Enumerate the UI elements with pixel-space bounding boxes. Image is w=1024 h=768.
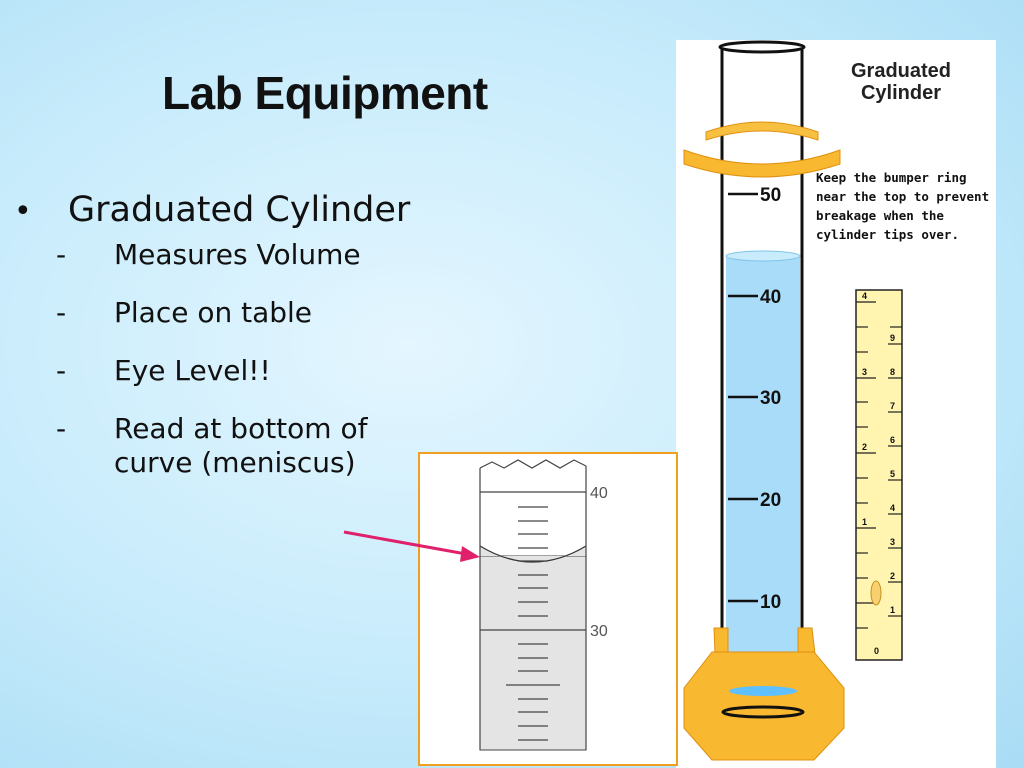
sub-dash: - <box>56 412 67 445</box>
bullet-list: • Graduated Cylinder - Measures Volume -… <box>14 190 474 504</box>
sub-dash: - <box>56 296 67 329</box>
ruler-label: 7 <box>890 401 895 411</box>
ruler-label: 1 <box>862 517 867 527</box>
sub-text: Place on table <box>114 296 313 329</box>
cylinder-bottom-liquid <box>729 686 797 696</box>
bumper-ring <box>683 149 841 178</box>
scale-label: 40 <box>760 287 781 308</box>
ruler-label: 8 <box>890 367 895 377</box>
bumper-note: Keep the bumper ring near the top to pre… <box>816 170 990 242</box>
bumper-ring-top <box>705 121 819 141</box>
scale-label: 30 <box>760 388 781 409</box>
scale-label: 20 <box>760 490 781 511</box>
meniscus-minor-ticks <box>506 506 560 741</box>
sub-item: - Place on table <box>14 296 474 330</box>
ruler <box>855 289 903 661</box>
ruler-label: 3 <box>890 537 895 547</box>
figure-title: Graduated Cylinder <box>850 60 952 104</box>
sub-dash: - <box>56 354 67 387</box>
ruler-label: 0 <box>874 646 879 656</box>
ruler-label: 1 <box>890 605 895 615</box>
arrow-head <box>460 546 480 562</box>
scale-label: 50 <box>760 185 781 206</box>
sub-dash: - <box>56 238 67 271</box>
ruler-label: 5 <box>890 469 895 479</box>
tube-rim <box>718 40 806 54</box>
cylinder-scale: 50 40 30 20 10 <box>728 185 781 613</box>
ruler-label: 3 <box>862 367 867 377</box>
ruler-pointer-icon <box>870 580 882 606</box>
ruler-label: 9 <box>890 333 895 343</box>
sub-list: - Measures Volume - Place on table - Eye… <box>14 238 474 480</box>
bullet-item: • Graduated Cylinder <box>14 190 474 230</box>
bullet-dot: • <box>14 194 32 229</box>
scale-label: 10 <box>760 592 781 613</box>
cylinder-cut-edge <box>479 459 587 469</box>
meniscus-curve <box>479 545 587 563</box>
sub-text: Eye Level!! <box>114 354 271 387</box>
cylinder-drawing: 50 40 30 20 10 4 9 <box>683 40 903 761</box>
sub-text: Read at bottom of curve (meniscus) <box>114 412 368 479</box>
sub-item: - Read at bottom of curve (meniscus) <box>14 412 474 480</box>
tube-bottom <box>721 705 805 719</box>
sub-item: - Eye Level!! <box>14 354 474 388</box>
sub-text: Measures Volume <box>114 238 361 271</box>
meniscus-liquid <box>479 555 587 751</box>
cylinder-illustration: 50 40 30 20 10 4 9 <box>676 40 996 768</box>
ruler-label: 4 <box>890 503 895 513</box>
meniscus-label: 30 <box>590 623 608 640</box>
ruler-label: 6 <box>890 435 895 445</box>
sub-item: - Measures Volume <box>14 238 474 272</box>
cylinder-liquid <box>726 256 800 711</box>
liquid-surface <box>725 250 801 262</box>
meniscus-drawing: 40 30 <box>479 459 608 751</box>
meniscus-label: 40 <box>590 485 608 502</box>
ruler-label: 4 <box>862 291 867 301</box>
ruler-ticks <box>856 301 902 629</box>
arrow-shaft <box>343 530 467 556</box>
slide-title: Lab Equipment <box>162 67 488 119</box>
ruler-label: 2 <box>890 571 895 581</box>
meniscus-arrow <box>343 530 480 562</box>
ruler-label: 2 <box>862 442 867 452</box>
meniscus-closeup: 40 30 <box>418 452 678 766</box>
bullet-text: Graduated Cylinder <box>68 190 411 230</box>
